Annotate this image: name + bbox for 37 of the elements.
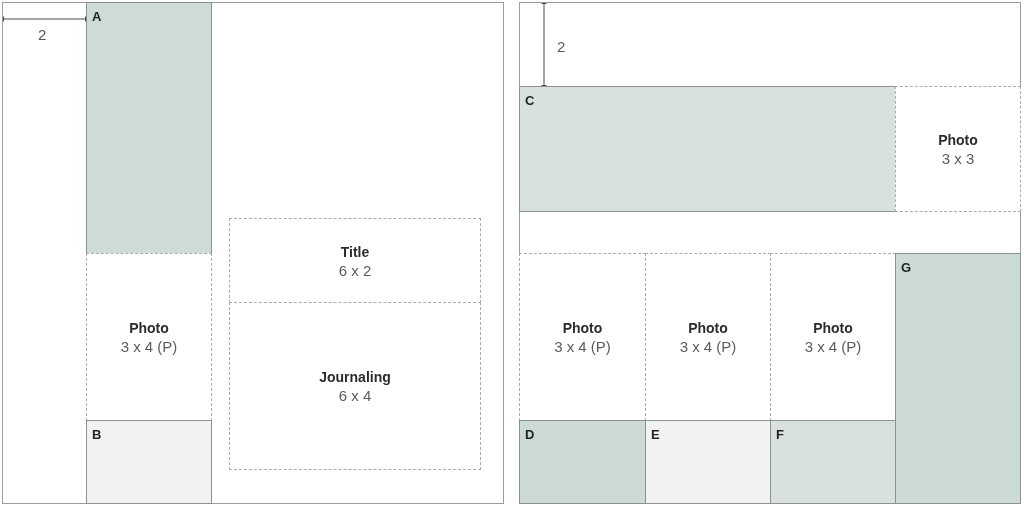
slot-title: Photo [688,320,728,337]
slot-title: Title [340,243,370,261]
block-letter: B [92,428,102,442]
shaded-block [519,420,646,504]
slot-title: Journaling [319,369,391,386]
slot-size: 3 x 4 (P) [554,337,611,356]
block-letter: G [901,261,912,275]
shaded-block [86,2,212,254]
dashed-slot [229,302,481,470]
slot-title: Photo [938,132,978,149]
shaded-block [770,420,896,504]
shaded-block [86,420,212,504]
slot-title: Photo [813,320,853,337]
slot-title: Photo [129,320,169,337]
shaded-block [645,420,771,504]
page-outline [2,2,504,504]
dashed-slot [895,86,1021,212]
page-outline [519,2,1021,504]
slot-title: Photo [562,320,603,337]
slot-size: 3 x 4 (P) [804,337,862,356]
slot-size: 3 x 4 (P) [120,337,178,356]
slot-size: 6 x 2 [338,260,372,280]
block-letter: D [525,428,535,442]
dashed-slot [229,218,481,303]
dimension-label: 2 [557,39,566,55]
block-letter: E [651,428,660,442]
slot-size: 3 x 3 [941,149,975,168]
shaded-block [895,253,1021,504]
shaded-block [519,86,896,212]
block-letter: A [92,10,102,24]
dimension-label: 2 [38,27,47,43]
dashed-slot [86,253,212,421]
block-letter: C [525,94,535,108]
dashed-slot [519,253,646,421]
block-letter: F [776,428,784,442]
slot-size: 3 x 4 (P) [679,337,737,356]
slot-size: 6 x 4 [338,386,372,405]
